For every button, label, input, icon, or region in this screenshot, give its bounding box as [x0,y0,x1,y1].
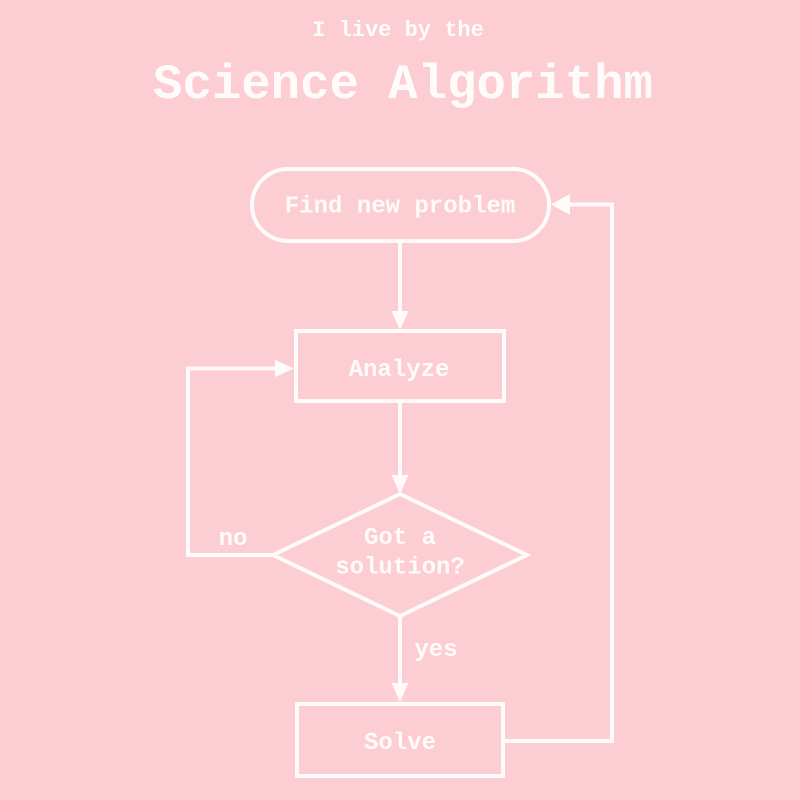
svg-text:no: no [219,526,248,553]
svg-text:solution?: solution? [335,555,465,582]
svg-text:Analyze: Analyze [349,357,450,384]
svg-text:Find new problem: Find new problem [285,194,515,221]
svg-text:Science Algorithm: Science Algorithm [153,57,653,113]
svg-text:Solve: Solve [364,730,436,757]
svg-text:Got a: Got a [364,525,436,552]
svg-text:I live by the: I live by the [312,18,484,43]
svg-text:yes: yes [414,637,457,664]
